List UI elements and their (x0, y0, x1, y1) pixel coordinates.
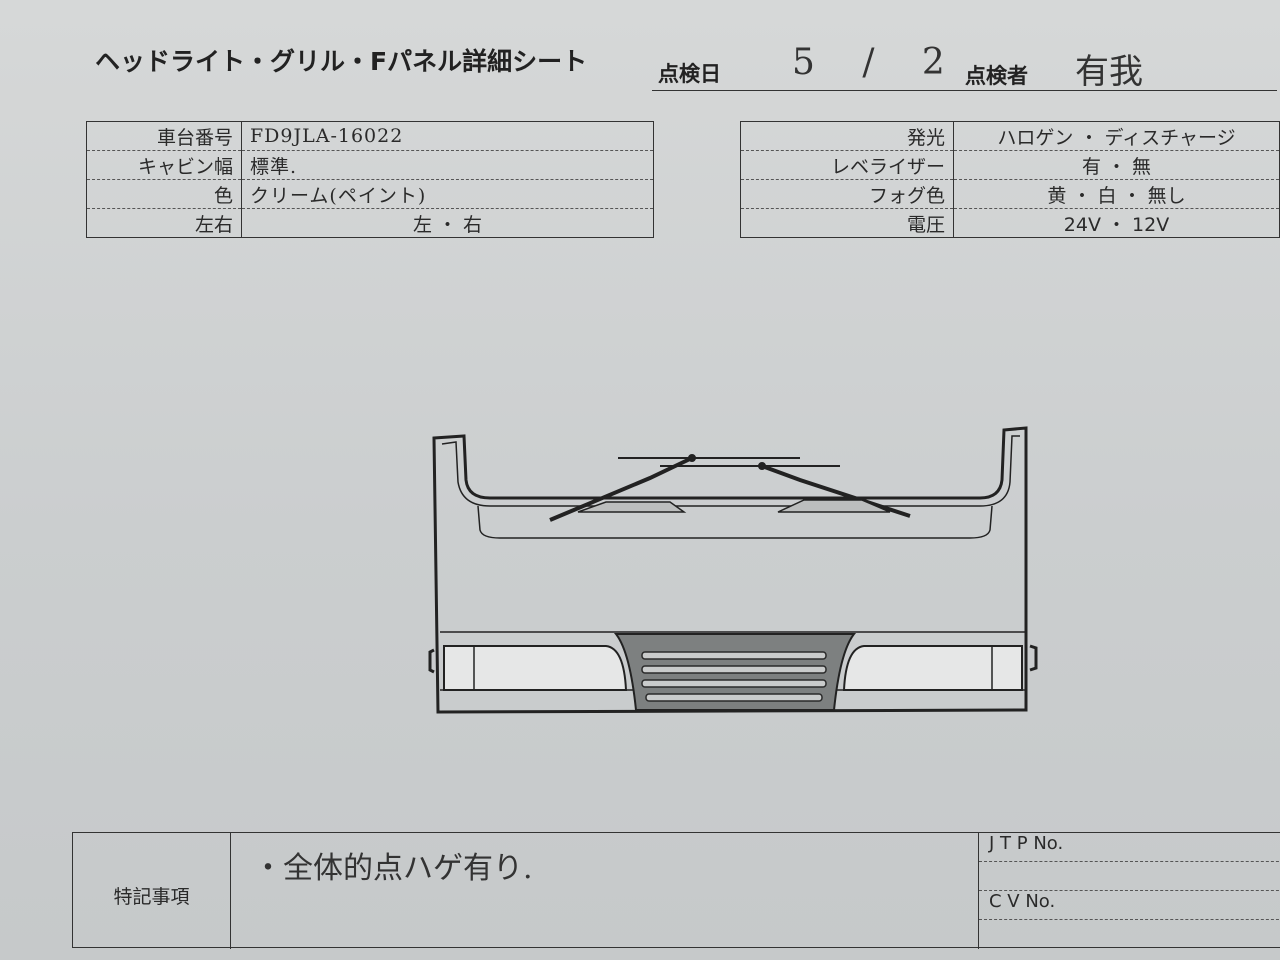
inspector-value: 有我 (1075, 52, 1143, 92)
leveler-label: レベライザー (740, 150, 954, 180)
color-value: クリーム(ペイント) (241, 179, 654, 209)
table-row: フォグ色 黄 ・ 白 ・ 無し (740, 179, 1280, 209)
inspection-date-value: 5 / 2 (792, 42, 963, 83)
left-headlight (443, 645, 628, 691)
voltage-options: 24V ・ 12V (953, 208, 1280, 238)
chassis-number-label: 車台番号 (86, 121, 242, 151)
color-label: 色 (86, 179, 242, 209)
fog-color-label: フォグ色 (740, 179, 954, 209)
light-type-label: 発光 (740, 121, 954, 151)
table-row: レベライザー 有 ・ 無 (740, 150, 1280, 180)
right-headlight (842, 645, 1023, 691)
lighting-info-table: 発光 ハロゲン ・ ディスチャージ レベライザー 有 ・ 無 フォグ色 黄 ・ … (740, 121, 1280, 238)
side-label: 左右 (86, 208, 242, 238)
table-row: 発光 ハロゲン ・ ディスチャージ (740, 121, 1280, 151)
side-options: 左 ・ 右 (241, 208, 654, 238)
table-row: キャビン幅 標準. (86, 150, 654, 180)
remarks-section: 特記事項 ・全体的点ハゲ有り. J T P No. C V No. (72, 832, 1280, 949)
table-row: 色 クリーム(ペイント) (86, 179, 654, 209)
inspection-date-label: 点検日 (658, 62, 721, 86)
truck-front-illustration (428, 426, 1038, 714)
table-row: 左右 左 ・ 右 (86, 208, 654, 238)
remarks-label: 特記事項 (73, 833, 231, 949)
header-underline (652, 90, 1277, 91)
table-row: 電圧 24V ・ 12V (740, 208, 1280, 238)
cv-number-field: C V No. (979, 891, 1280, 949)
voltage-label: 電圧 (740, 208, 954, 238)
divider (979, 861, 1280, 862)
cabin-width-label: キャビン幅 (86, 150, 242, 180)
wipers (549, 454, 911, 522)
inspector-label: 点検者 (965, 64, 1028, 88)
vehicle-info-table: 車台番号 FD9JLA-16022 キャビン幅 標準. 色 クリーム(ペイント)… (86, 121, 654, 238)
sheet-title: ヘッドライト・グリル・Fパネル詳細シート (95, 47, 588, 76)
remarks-body: ・全体的点ハゲ有り. (231, 833, 979, 949)
remarks-text: ・全体的点ハゲ有り. (253, 851, 533, 886)
fog-color-options: 黄 ・ 白 ・ 無し (953, 179, 1280, 209)
divider (979, 919, 1280, 920)
leveler-options: 有 ・ 無 (953, 150, 1280, 180)
cabin-width-value: 標準. (241, 150, 654, 180)
cab-outline (432, 426, 1028, 714)
table-row: 車台番号 FD9JLA-16022 (86, 121, 654, 151)
light-type-options: ハロゲン ・ ディスチャージ (953, 121, 1280, 151)
jtp-number-field: J T P No. (979, 833, 1280, 891)
reference-numbers: J T P No. C V No. (979, 833, 1280, 949)
jtp-number-label: J T P No. (989, 833, 1064, 854)
cv-number-label: C V No. (989, 891, 1056, 912)
chassis-number-value: FD9JLA-16022 (241, 121, 654, 151)
